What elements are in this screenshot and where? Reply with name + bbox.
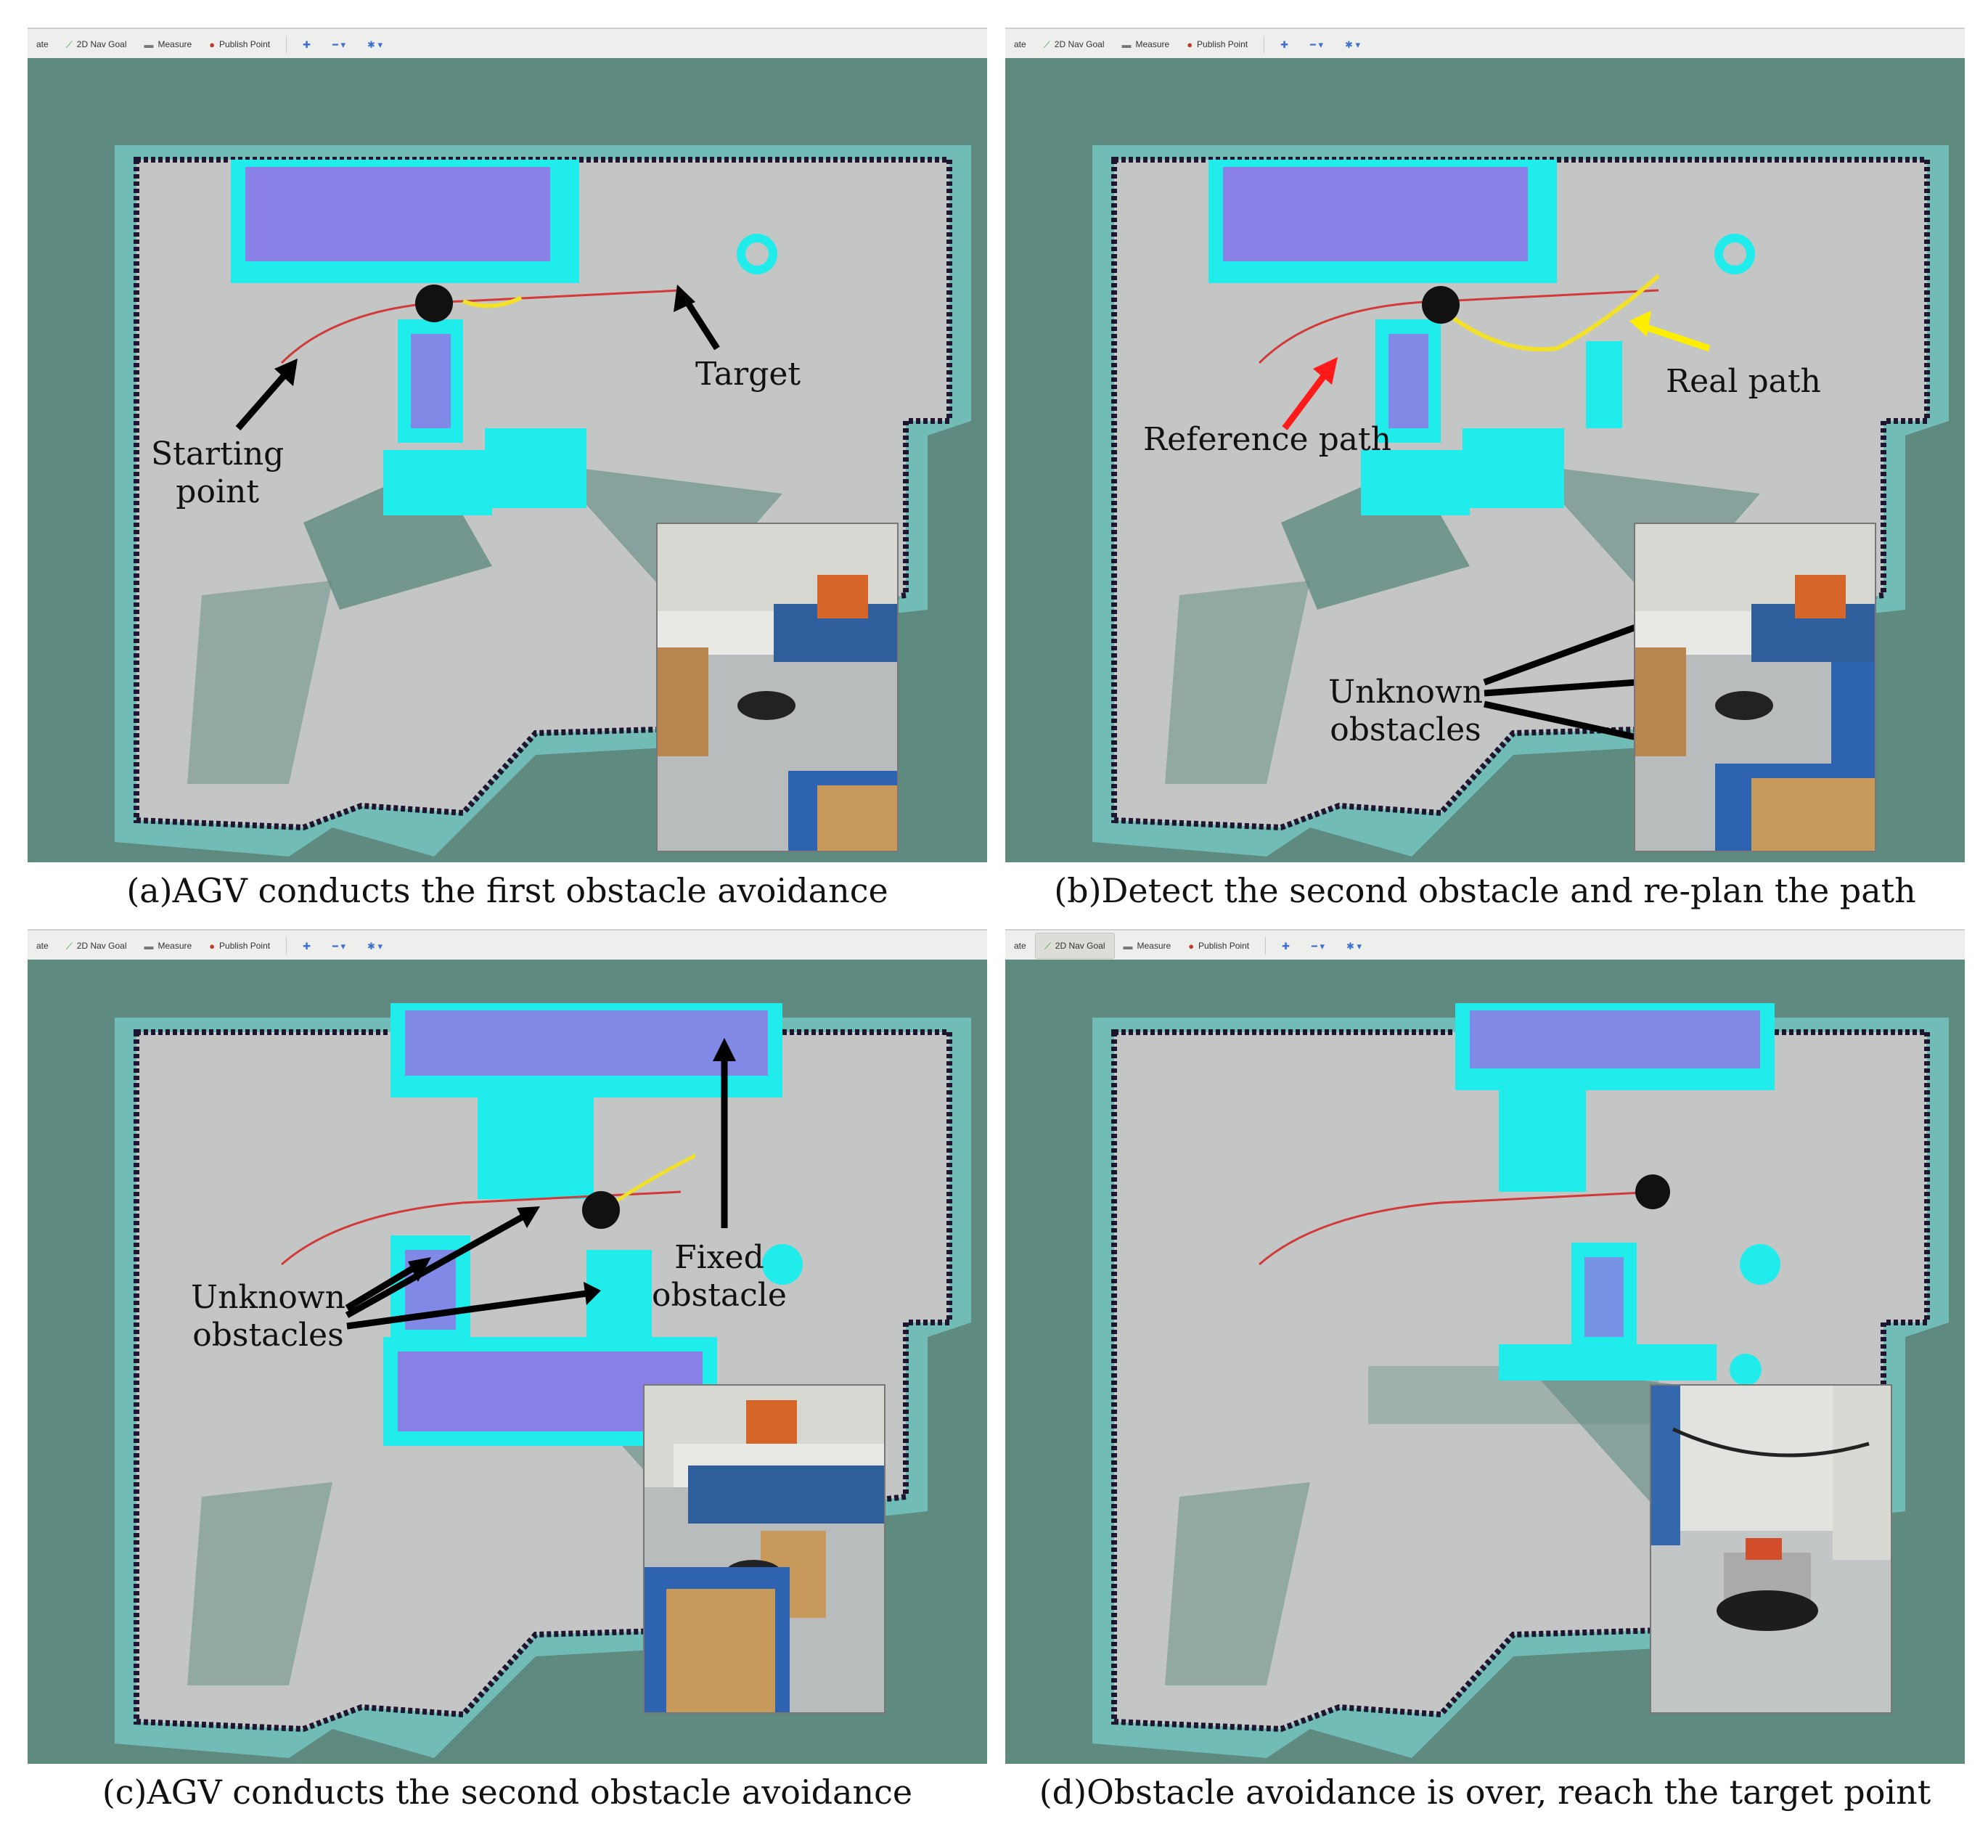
- toolbar-2d-nav-goal[interactable]: ⟋2D Nav Goal: [65, 940, 127, 952]
- rviz-toolbar: ate ⟋2D Nav Goal ▬Measure ●Publish Point…: [28, 929, 987, 962]
- rviz-toolbar: ate ⟋2D Nav Goal ▬Measure ●Publish Point…: [1005, 929, 1965, 962]
- camera-icon: ✱ ▾: [367, 38, 383, 50]
- panel-a: ate ⟋2D Nav Goal ▬Measure ●Publish Point…: [28, 28, 987, 862]
- label-starting-point: Starting point: [151, 436, 285, 510]
- label-unknown-obstacles: Unknown obstacles: [191, 1279, 345, 1354]
- toolbar-separator: [1265, 937, 1267, 954]
- label-fixed-obstacle: Fixed obstacle: [652, 1239, 787, 1314]
- map-view[interactable]: Starting point Target: [28, 58, 987, 862]
- plus-icon: ✚: [303, 940, 311, 952]
- toolbar-measure[interactable]: ▬Measure: [144, 940, 192, 952]
- label-target: Target: [695, 356, 801, 393]
- toolbar-2d-nav-goal[interactable]: ⟋2D Nav Goal: [1034, 933, 1115, 959]
- panel-d: ate ⟋2D Nav Goal ▬Measure ●Publish Point…: [1005, 929, 1965, 1764]
- measure-icon: ▬: [144, 38, 154, 50]
- toolbar-publish-point[interactable]: ●Publish Point: [209, 940, 271, 952]
- toolbar-2d-nav-goal[interactable]: ⟋2D Nav Goal: [1043, 38, 1105, 50]
- map-view[interactable]: Unknown obstacles Fixed obstacle: [28, 960, 987, 1764]
- toolbar-add-tool[interactable]: ✚: [1272, 32, 1301, 57]
- toolbar-camera-type[interactable]: ✱ ▾: [359, 32, 396, 57]
- caption-d: (d)Obstacle avoidance is over, reach the…: [1039, 1773, 1931, 1812]
- toolbar-remove-tool[interactable]: ━ ▾: [1301, 32, 1336, 57]
- toolbar-measure[interactable]: ▬Measure: [1123, 940, 1171, 952]
- label-real-path: Real path: [1666, 363, 1821, 400]
- caption-c: (c)AGV conducts the second obstacle avoi…: [102, 1773, 913, 1812]
- robot-marker: [1422, 286, 1460, 324]
- caption-a: (a)AGV conducts the first obstacle avoid…: [126, 871, 888, 910]
- robot-photo-inset: [1634, 523, 1876, 852]
- minus-icon: ━ ▾: [1312, 940, 1325, 952]
- toolbar-add-tool[interactable]: ✚: [1273, 933, 1303, 958]
- label-unknown-obstacles: Unknown obstacles: [1328, 674, 1483, 748]
- toolbar-add-tool[interactable]: ✚: [294, 32, 324, 57]
- publish-point-icon: ●: [209, 38, 216, 50]
- caption-b: (b)Detect the second obstacle and re-pla…: [1054, 871, 1916, 910]
- robot-photo-inset: [1650, 1384, 1892, 1714]
- camera-icon: ✱ ▾: [367, 940, 383, 952]
- toolbar-publish-point[interactable]: ●Publish Point: [209, 38, 271, 50]
- toolbar-measure[interactable]: ▬Measure: [144, 38, 192, 50]
- panel-b: ate ⟋2D Nav Goal ▬Measure ●Publish Point…: [1005, 28, 1965, 862]
- robot-marker: [582, 1191, 620, 1229]
- publish-point-icon: ●: [209, 940, 216, 952]
- plus-icon: ✚: [1280, 38, 1288, 50]
- measure-icon: ▬: [1123, 940, 1133, 952]
- label-reference-path: Reference path: [1143, 421, 1391, 458]
- publish-point-icon: ●: [1188, 940, 1195, 952]
- toolbar-camera-type[interactable]: ✱ ▾: [1338, 933, 1375, 958]
- toolbar-publish-point[interactable]: ●Publish Point: [1187, 38, 1248, 50]
- nav-goal-icon: ⟋: [65, 38, 73, 50]
- toolbar-remove-tool[interactable]: ━ ▾: [1303, 933, 1338, 958]
- toolbar-measure[interactable]: ▬Measure: [1121, 38, 1170, 50]
- toolbar-separator: [286, 937, 287, 954]
- minus-icon: ━ ▾: [332, 38, 345, 50]
- toolbar-interact[interactable]: ate: [36, 39, 49, 49]
- minus-icon: ━ ▾: [332, 940, 345, 952]
- plus-icon: ✚: [1282, 940, 1290, 952]
- nav-goal-icon: ⟋: [1044, 940, 1051, 952]
- robot-marker: [415, 285, 453, 322]
- toolbar-add-tool[interactable]: ✚: [294, 933, 324, 958]
- toolbar-remove-tool[interactable]: ━ ▾: [324, 933, 359, 958]
- robot-photo-inset: [643, 1384, 885, 1714]
- nav-goal-icon: ⟋: [65, 940, 73, 952]
- camera-icon: ✱ ▾: [1344, 38, 1360, 50]
- camera-icon: ✱ ▾: [1346, 940, 1362, 952]
- panel-c: ate ⟋2D Nav Goal ▬Measure ●Publish Point…: [28, 929, 987, 1764]
- map-view[interactable]: [1005, 960, 1965, 1764]
- toolbar-camera-type[interactable]: ✱ ▾: [359, 933, 396, 958]
- map-view[interactable]: Reference path Real path Unknown obstacl…: [1005, 58, 1965, 862]
- robot-marker: [1635, 1174, 1670, 1209]
- toolbar-interact[interactable]: ate: [1014, 941, 1026, 951]
- toolbar-remove-tool[interactable]: ━ ▾: [324, 32, 359, 57]
- measure-icon: ▬: [1121, 38, 1132, 50]
- minus-icon: ━ ▾: [1310, 38, 1323, 50]
- rviz-toolbar: ate ⟋2D Nav Goal ▬Measure ●Publish Point…: [28, 28, 987, 60]
- toolbar-interact[interactable]: ate: [36, 941, 49, 951]
- robot-photo-inset: [656, 523, 899, 852]
- toolbar-publish-point[interactable]: ●Publish Point: [1188, 940, 1250, 952]
- toolbar-separator: [286, 36, 287, 53]
- toolbar-2d-nav-goal[interactable]: ⟋2D Nav Goal: [65, 38, 127, 50]
- toolbar-camera-type[interactable]: ✱ ▾: [1336, 32, 1373, 57]
- plus-icon: ✚: [303, 38, 311, 50]
- nav-goal-icon: ⟋: [1043, 38, 1050, 50]
- toolbar-interact[interactable]: ate: [1014, 39, 1026, 49]
- publish-point-icon: ●: [1187, 38, 1193, 50]
- measure-icon: ▬: [144, 940, 154, 952]
- rviz-toolbar: ate ⟋2D Nav Goal ▬Measure ●Publish Point…: [1005, 28, 1965, 60]
